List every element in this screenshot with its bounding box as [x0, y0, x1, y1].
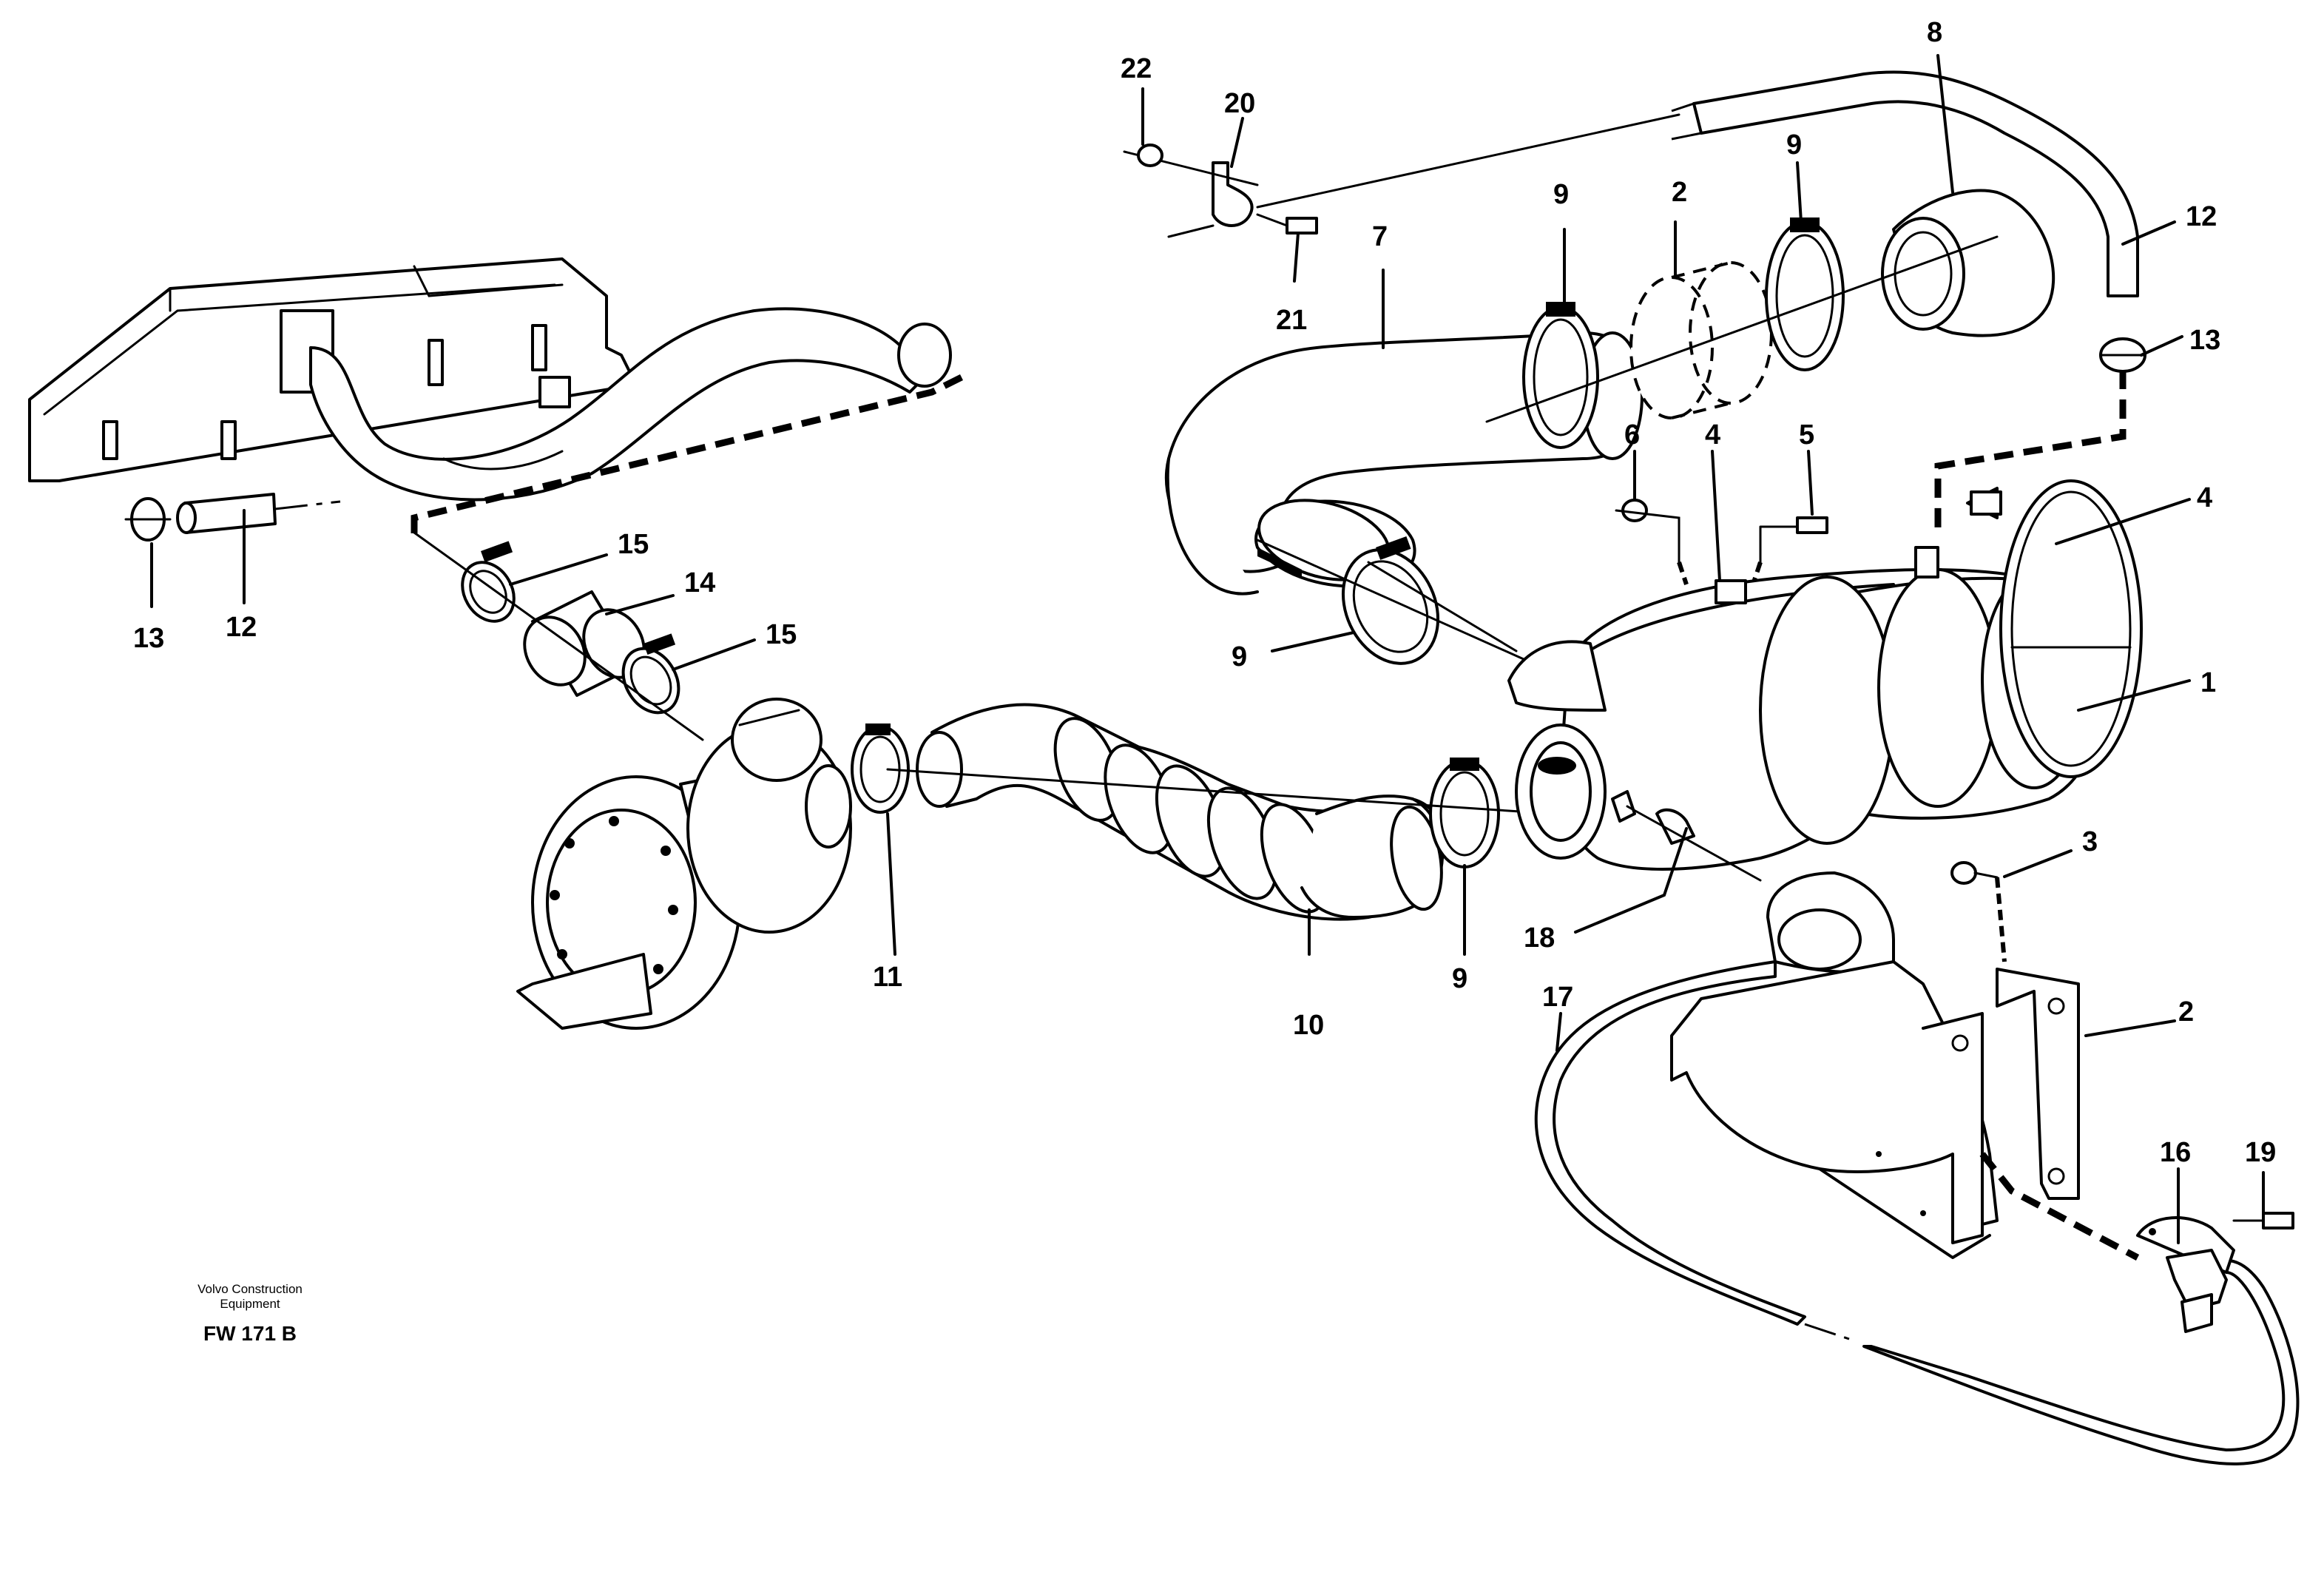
callout-9-upper-right: 9 — [1786, 129, 1802, 161]
caption-company-line1: Volvo Construction — [197, 1282, 303, 1296]
callout-12-left: 12 — [226, 612, 257, 643]
clamp-13-right — [2099, 337, 2146, 373]
clamp-15-lower — [621, 633, 680, 715]
axis-line-top — [1256, 113, 1680, 209]
drawing-code: FW 171 B — [203, 1322, 297, 1345]
axis-line-upper — [1485, 235, 1999, 423]
callout-8: 8 — [1927, 17, 1942, 48]
callout-20: 20 — [1224, 88, 1255, 119]
clamp-9-upper-right — [1765, 217, 1845, 371]
engine-manifold — [28, 257, 952, 502]
drawing-caption: Volvo Construction Equipment FW 171 B — [197, 1282, 303, 1345]
hose-10-bellows — [916, 703, 1445, 921]
callout-14: 14 — [684, 567, 715, 598]
callout-9-upper-left: 9 — [1553, 179, 1569, 210]
callout-3: 3 — [2082, 826, 2098, 857]
dashed-connector-12-13 — [1934, 370, 2127, 533]
callout-22: 22 — [1121, 53, 1152, 84]
callout-13-right: 13 — [2189, 325, 2220, 356]
hose-12-left — [176, 493, 341, 534]
callout-6: 6 — [1624, 419, 1640, 451]
clamp-9-lower — [1429, 758, 1500, 868]
bracket-2-lower — [1670, 871, 2080, 1259]
screw-21 — [1167, 213, 1318, 238]
callout-18: 18 — [1524, 922, 1555, 954]
callout-15-lower: 15 — [766, 619, 797, 650]
callout-4-ring: 4 — [2197, 482, 2212, 513]
callout-labels: 1 2 2 3 4 4 5 6 7 8 9 9 9 9 10 11 12 12 … — [133, 17, 2276, 1168]
nut-6 — [1615, 499, 1680, 564]
callout-2-bracket: 2 — [2178, 996, 2194, 1028]
callout-4-bracket: 4 — [1705, 419, 1720, 451]
callout-9-lower: 9 — [1452, 963, 1467, 994]
nut-22 — [1137, 144, 1163, 167]
callout-13-left: 13 — [133, 623, 164, 654]
callout-15-upper: 15 — [618, 529, 649, 560]
air-filter-housing-1 — [1507, 546, 2102, 871]
callout-7: 7 — [1372, 221, 1388, 252]
ring-2-dashed — [1629, 261, 1773, 419]
clamp-11 — [851, 723, 910, 814]
sensor-16 — [2136, 1216, 2235, 1333]
callout-19: 19 — [2245, 1137, 2276, 1168]
dashed-connector-manifold — [411, 374, 964, 540]
callout-9-middle: 9 — [1232, 641, 1247, 672]
bolt-19 — [2232, 1212, 2294, 1229]
clamp-9-upper-left — [1522, 302, 1599, 449]
axis-line-lower — [886, 768, 1555, 815]
filter-axis-line — [1367, 561, 1518, 652]
callout-21: 21 — [1276, 305, 1307, 336]
clamp-13-left — [124, 497, 172, 542]
callout-16: 16 — [2160, 1137, 2191, 1168]
callout-5: 5 — [1799, 419, 1814, 451]
callout-10: 10 — [1293, 1010, 1324, 1041]
clip-20 — [1123, 150, 1259, 227]
bolt-5 — [1759, 516, 1828, 564]
hose-17 — [1534, 960, 2300, 1465]
callout-1: 1 — [2200, 667, 2216, 698]
dashed-connector-bracket — [1979, 1152, 2140, 1261]
callout-2-ring: 2 — [1672, 177, 1687, 208]
callout-12-right: 12 — [2186, 201, 2217, 232]
callout-11: 11 — [873, 962, 902, 993]
pipe-12-right — [1671, 70, 2139, 297]
clamp-9-middle — [1341, 536, 1440, 665]
axis-line-14 — [413, 531, 704, 741]
bolt-3 — [1950, 861, 2007, 962]
leader-lines — [150, 54, 2265, 1244]
caption-company-line2: Equipment — [220, 1297, 280, 1311]
turbocharger — [516, 698, 852, 1030]
callout-17: 17 — [1542, 982, 1573, 1013]
axis-line-middle — [1256, 539, 1540, 667]
inlet-cap-8 — [1881, 189, 2056, 337]
